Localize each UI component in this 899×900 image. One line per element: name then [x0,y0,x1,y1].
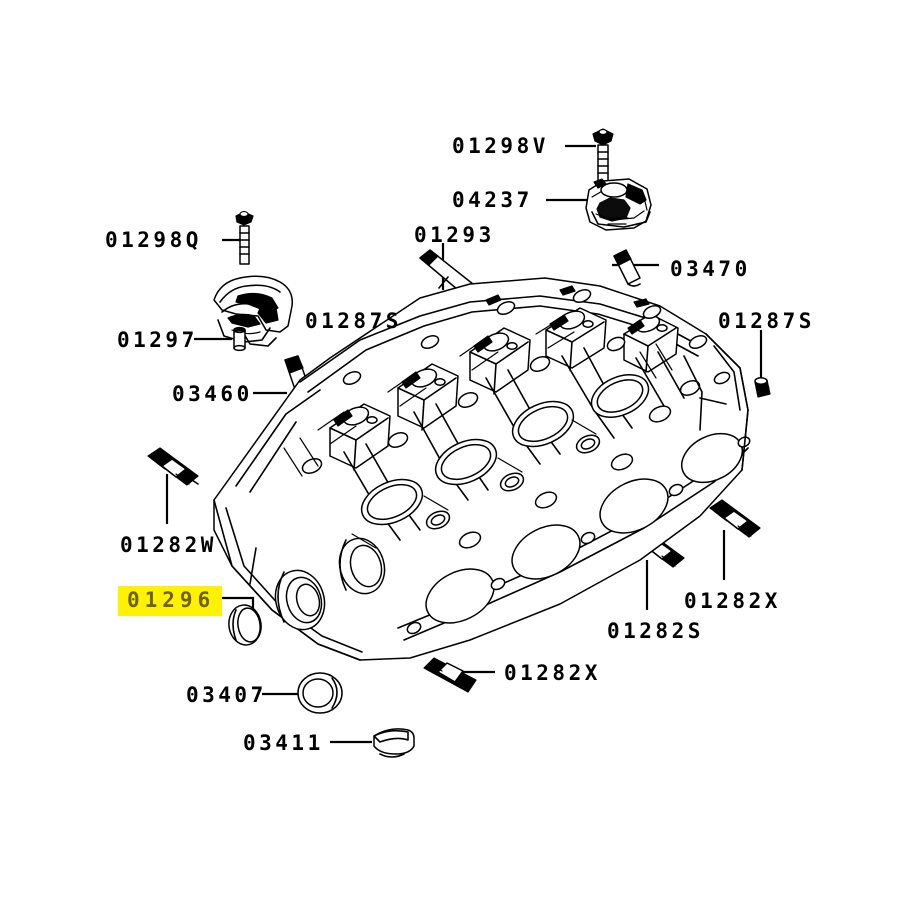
part-01296-oil-seal [228,604,262,646]
part-label-01282X-bottom[interactable]: 01282X [504,661,601,685]
part-01282X-bottom-stud [423,657,477,693]
cylinder-head-casting [213,277,751,661]
part-01298V-bolt [592,128,614,184]
part-label-01293[interactable]: 01293 [414,223,495,247]
part-04237-sensor [585,178,652,231]
part-label-01298Q[interactable]: 01298Q [105,228,202,252]
part-03470-dowel-pin [613,249,641,287]
leader-lines [165,144,763,744]
part-label-03411[interactable]: 03411 [243,731,324,755]
part-01297-pin [233,326,246,352]
part-label-03460[interactable]: 03460 [172,382,253,406]
part-label-01296-highlighted[interactable]: 01296 [118,586,223,616]
part-01287-bearing-cap [213,275,293,347]
part-01282W-stud [147,447,199,486]
part-01282X-right-stud [709,499,761,538]
part-01287S-right-dowel [754,377,771,398]
part-label-01282X-right[interactable]: 01282X [684,589,781,613]
part-label-01297[interactable]: 01297 [117,328,198,352]
part-label-01282S[interactable]: 01282S [607,619,704,643]
part-label-01287S-left[interactable]: 01287S [305,309,402,333]
part-label-01282W[interactable]: 01282W [120,533,217,557]
part-label-03407[interactable]: 03407 [186,683,267,707]
part-label-01287S-right[interactable]: 01287S [718,309,815,333]
part-01298Q-bolt [235,211,254,265]
part-03411-seal-ring [373,728,415,758]
part-label-04237[interactable]: 04237 [452,188,533,212]
part-03407-seal-ring [297,672,343,714]
part-label-03470[interactable]: 03470 [670,257,751,281]
part-label-01298V[interactable]: 01298V [452,134,549,158]
